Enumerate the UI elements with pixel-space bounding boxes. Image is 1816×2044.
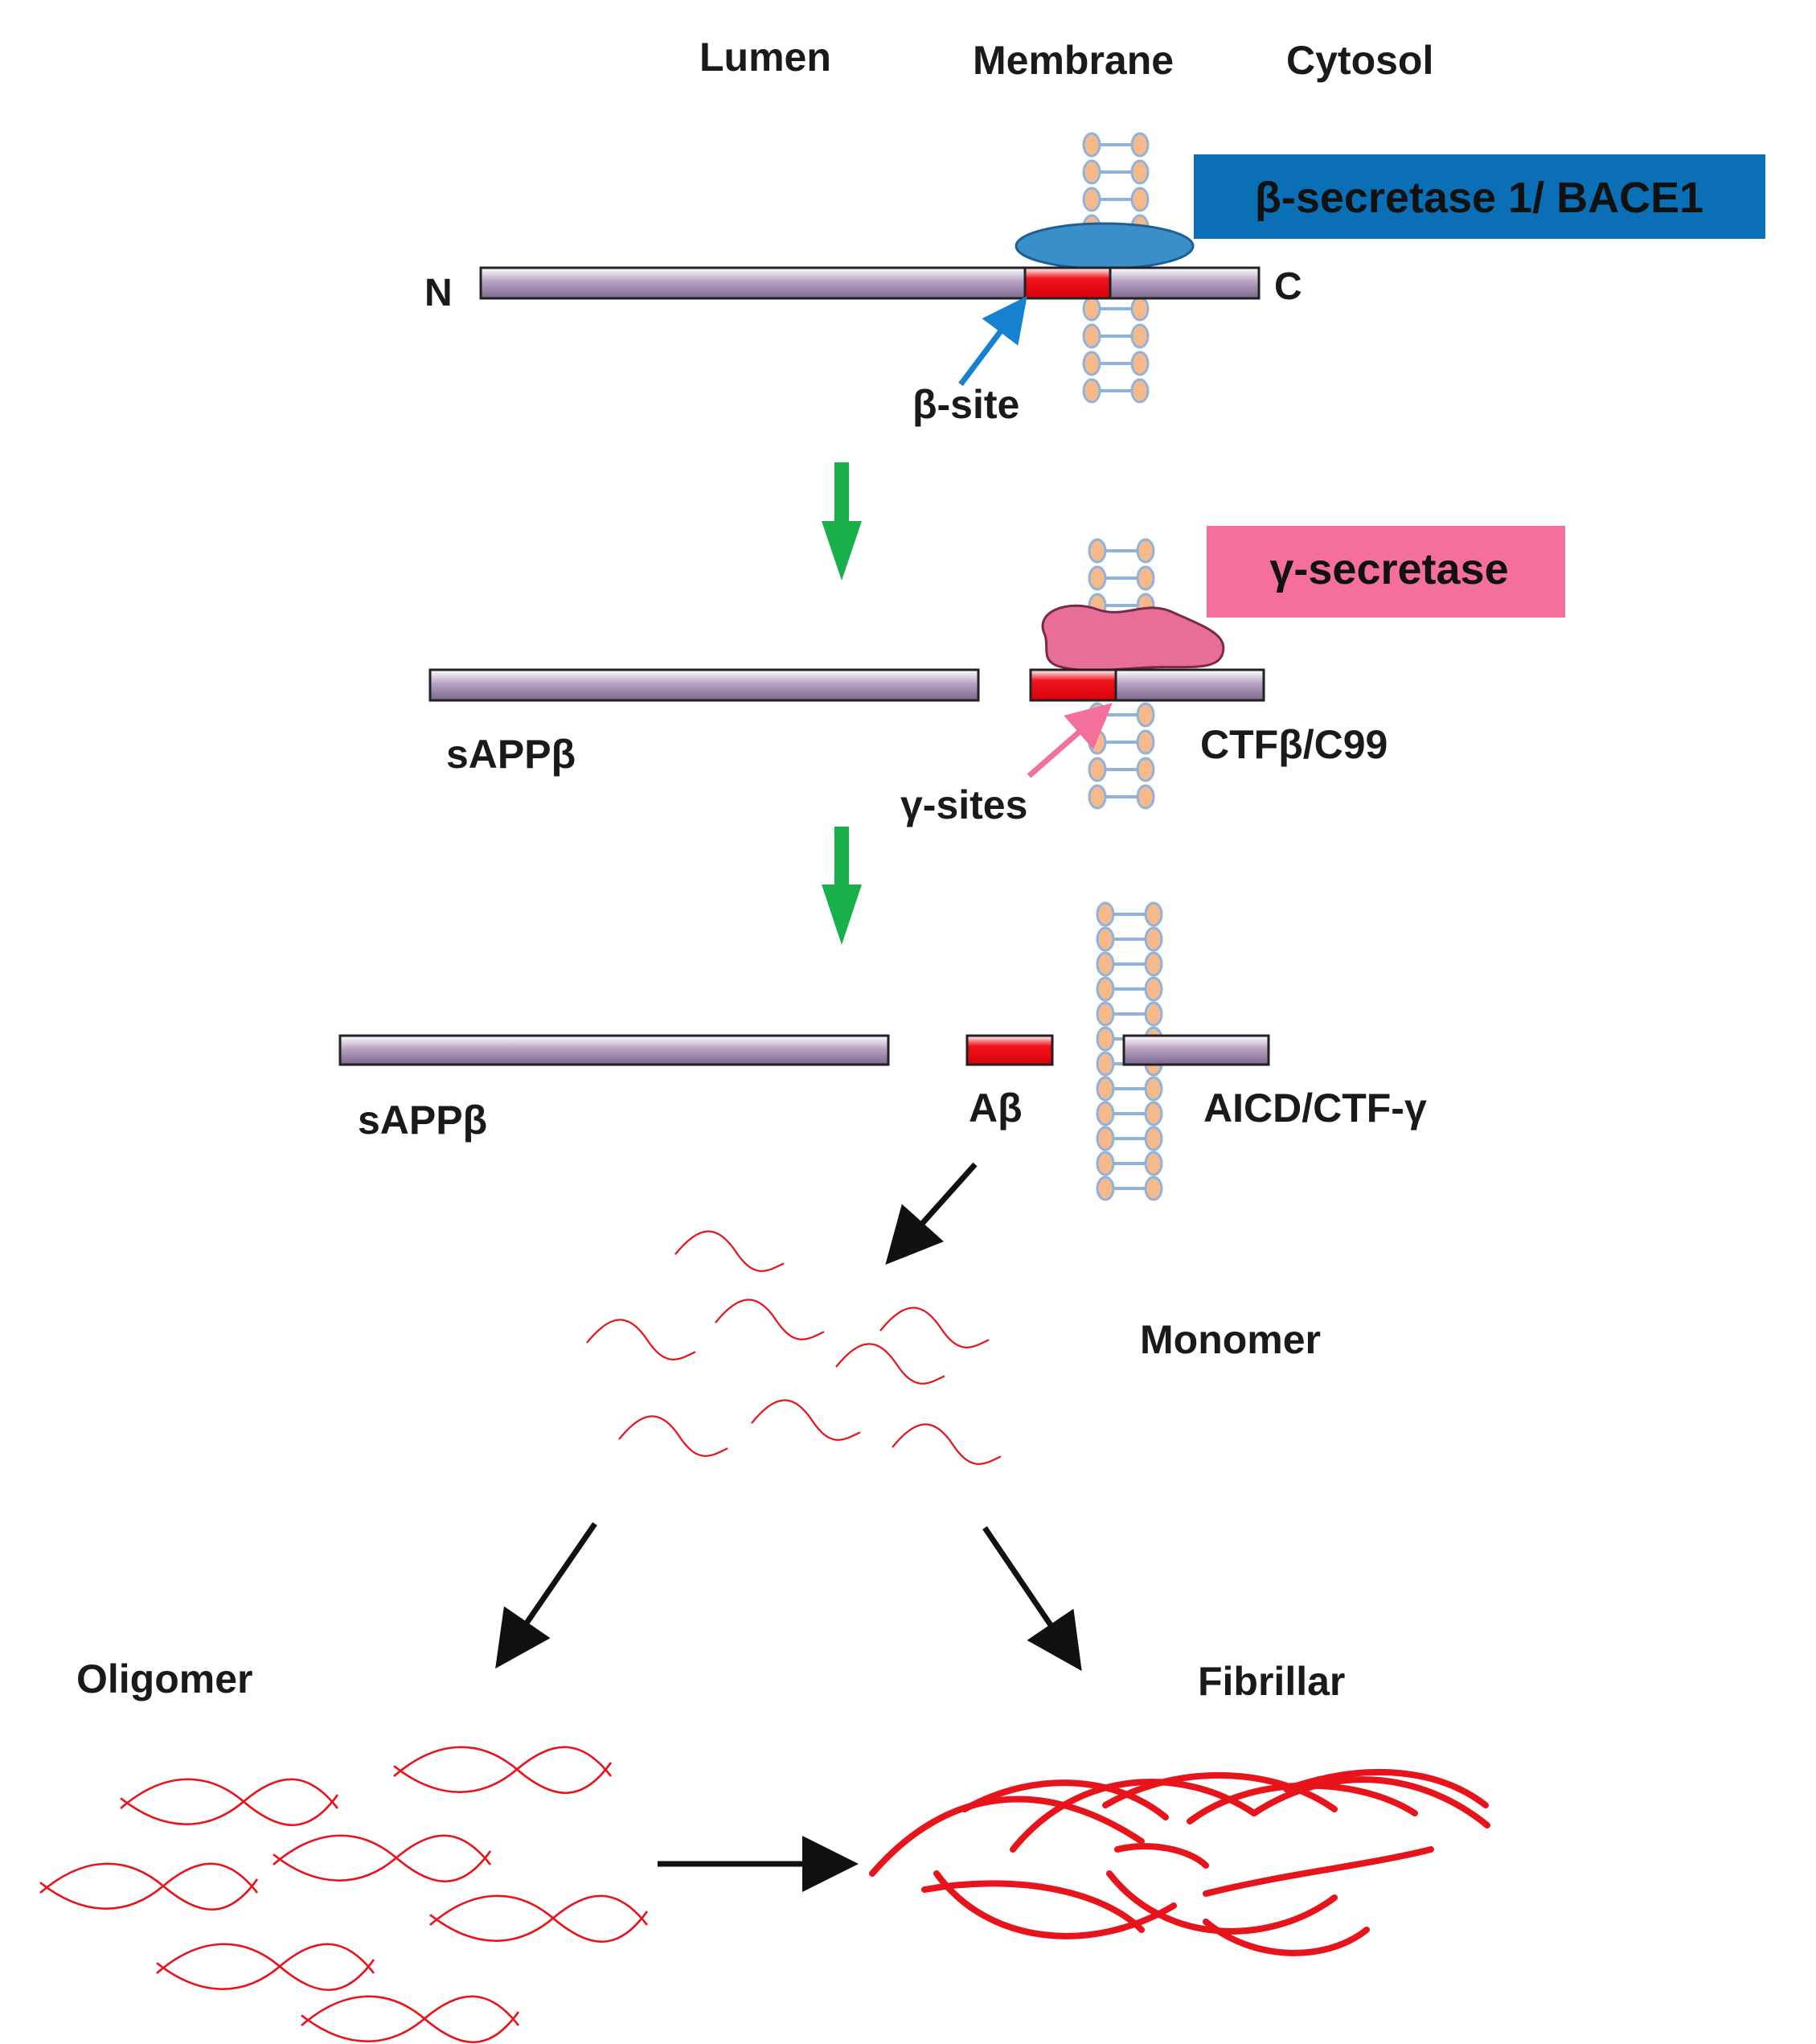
beta-site-arrow	[958, 296, 1027, 387]
lipid-unit	[1096, 926, 1163, 952]
abeta-monomer	[891, 1423, 1002, 1465]
monomer-to-oligomer-arrow	[495, 1522, 597, 1669]
lipid-unit	[1096, 1126, 1163, 1151]
app-full-length-bar	[479, 266, 1261, 300]
app-abeta-region	[1023, 266, 1112, 300]
lipid-unit	[1096, 1101, 1163, 1127]
n-terminus-label: N	[424, 272, 453, 314]
abeta-monomer	[617, 1415, 729, 1457]
gamma-secretase-label-box	[1207, 526, 1565, 618]
monomer-label: Monomer	[1140, 1317, 1321, 1362]
gamma-secretase-enzyme	[1041, 604, 1225, 672]
abeta-oligomer	[428, 1894, 649, 1943]
lipid-unit	[1082, 351, 1150, 376]
lipid-unit	[1096, 976, 1163, 1002]
process-arrow-1	[822, 462, 862, 581]
cytosol-header: Cytosol	[1286, 38, 1433, 83]
fibril-cluster	[869, 1768, 1490, 1956]
lipid-unit	[1096, 1176, 1163, 1201]
abeta-oligomer	[39, 1862, 259, 1911]
abeta-monomer	[879, 1307, 990, 1348]
lipid-unit	[1082, 132, 1150, 158]
bace1-enzyme	[1015, 222, 1195, 270]
lipid-unit	[1082, 378, 1150, 404]
lipid-unit	[1096, 1076, 1163, 1102]
lipid-unit	[1096, 1151, 1163, 1176]
monomer-cluster	[585, 1230, 1002, 1465]
ctfbeta-abeta-region	[1029, 668, 1117, 702]
sappbeta-label-3: sAPPβ	[358, 1098, 487, 1143]
abeta-monomer	[674, 1230, 785, 1272]
oligomer-cluster	[39, 1746, 649, 2044]
monomer-to-fibrillar-arrow	[982, 1526, 1082, 1672]
process-arrow-2	[822, 827, 862, 945]
sappbeta-label-2: sAPPβ	[446, 732, 576, 777]
abeta-oligomer	[300, 1995, 520, 2044]
lipid-unit	[1088, 729, 1155, 755]
c-terminus-label: C	[1274, 265, 1302, 308]
abeta-monomer	[585, 1319, 697, 1361]
gamma-secretase-label: γ-secretase	[1269, 545, 1508, 593]
bace1-label: β-secretase 1/ BACE1	[1255, 174, 1703, 222]
lipid-unit	[1082, 187, 1150, 212]
membrane-header: Membrane	[973, 38, 1174, 83]
fibrillar-label: Fibrillar	[1198, 1659, 1345, 1704]
gamma-sites-label: γ-sites	[900, 782, 1027, 827]
aicd-fragment-bar	[1122, 1034, 1270, 1066]
lipid-unit	[1096, 1001, 1163, 1027]
bace1-label-box	[1194, 154, 1765, 239]
lipid-unit	[1096, 951, 1163, 977]
lipid-unit	[1088, 538, 1155, 564]
abeta-oligomer	[119, 1778, 339, 1827]
lipid-unit	[1082, 323, 1150, 349]
abeta-oligomer	[392, 1746, 613, 1795]
oligomer-label: Oligomer	[76, 1656, 252, 1701]
abeta-monomer	[750, 1399, 862, 1441]
lumen-header: Lumen	[699, 35, 831, 80]
lipid-unit	[1088, 784, 1155, 810]
aicd-ctf-gamma-label: AICD/CTF-γ	[1203, 1086, 1427, 1131]
abeta-label: Aβ	[969, 1086, 1023, 1131]
sappbeta-fragment-bar-3	[338, 1034, 890, 1066]
ctfbeta-c99-label: CTFβ/C99	[1200, 722, 1388, 767]
abeta-monomer	[834, 1343, 946, 1385]
lipid-unit	[1088, 565, 1155, 591]
abeta-to-monomer-arrow	[885, 1162, 978, 1265]
lipid-unit	[1088, 757, 1155, 782]
lipid-unit	[1096, 901, 1163, 927]
sappbeta-fragment-bar-2	[428, 668, 980, 702]
gamma-sites-arrow	[1027, 703, 1113, 778]
abeta-oligomer	[272, 1834, 492, 1883]
beta-site-label: β-site	[912, 382, 1019, 427]
abeta-monomer	[714, 1299, 826, 1340]
abeta-oligomer	[155, 1943, 375, 1992]
lipid-unit	[1082, 296, 1150, 322]
abeta-fragment-bar	[965, 1034, 1054, 1066]
lipid-unit	[1082, 159, 1150, 185]
